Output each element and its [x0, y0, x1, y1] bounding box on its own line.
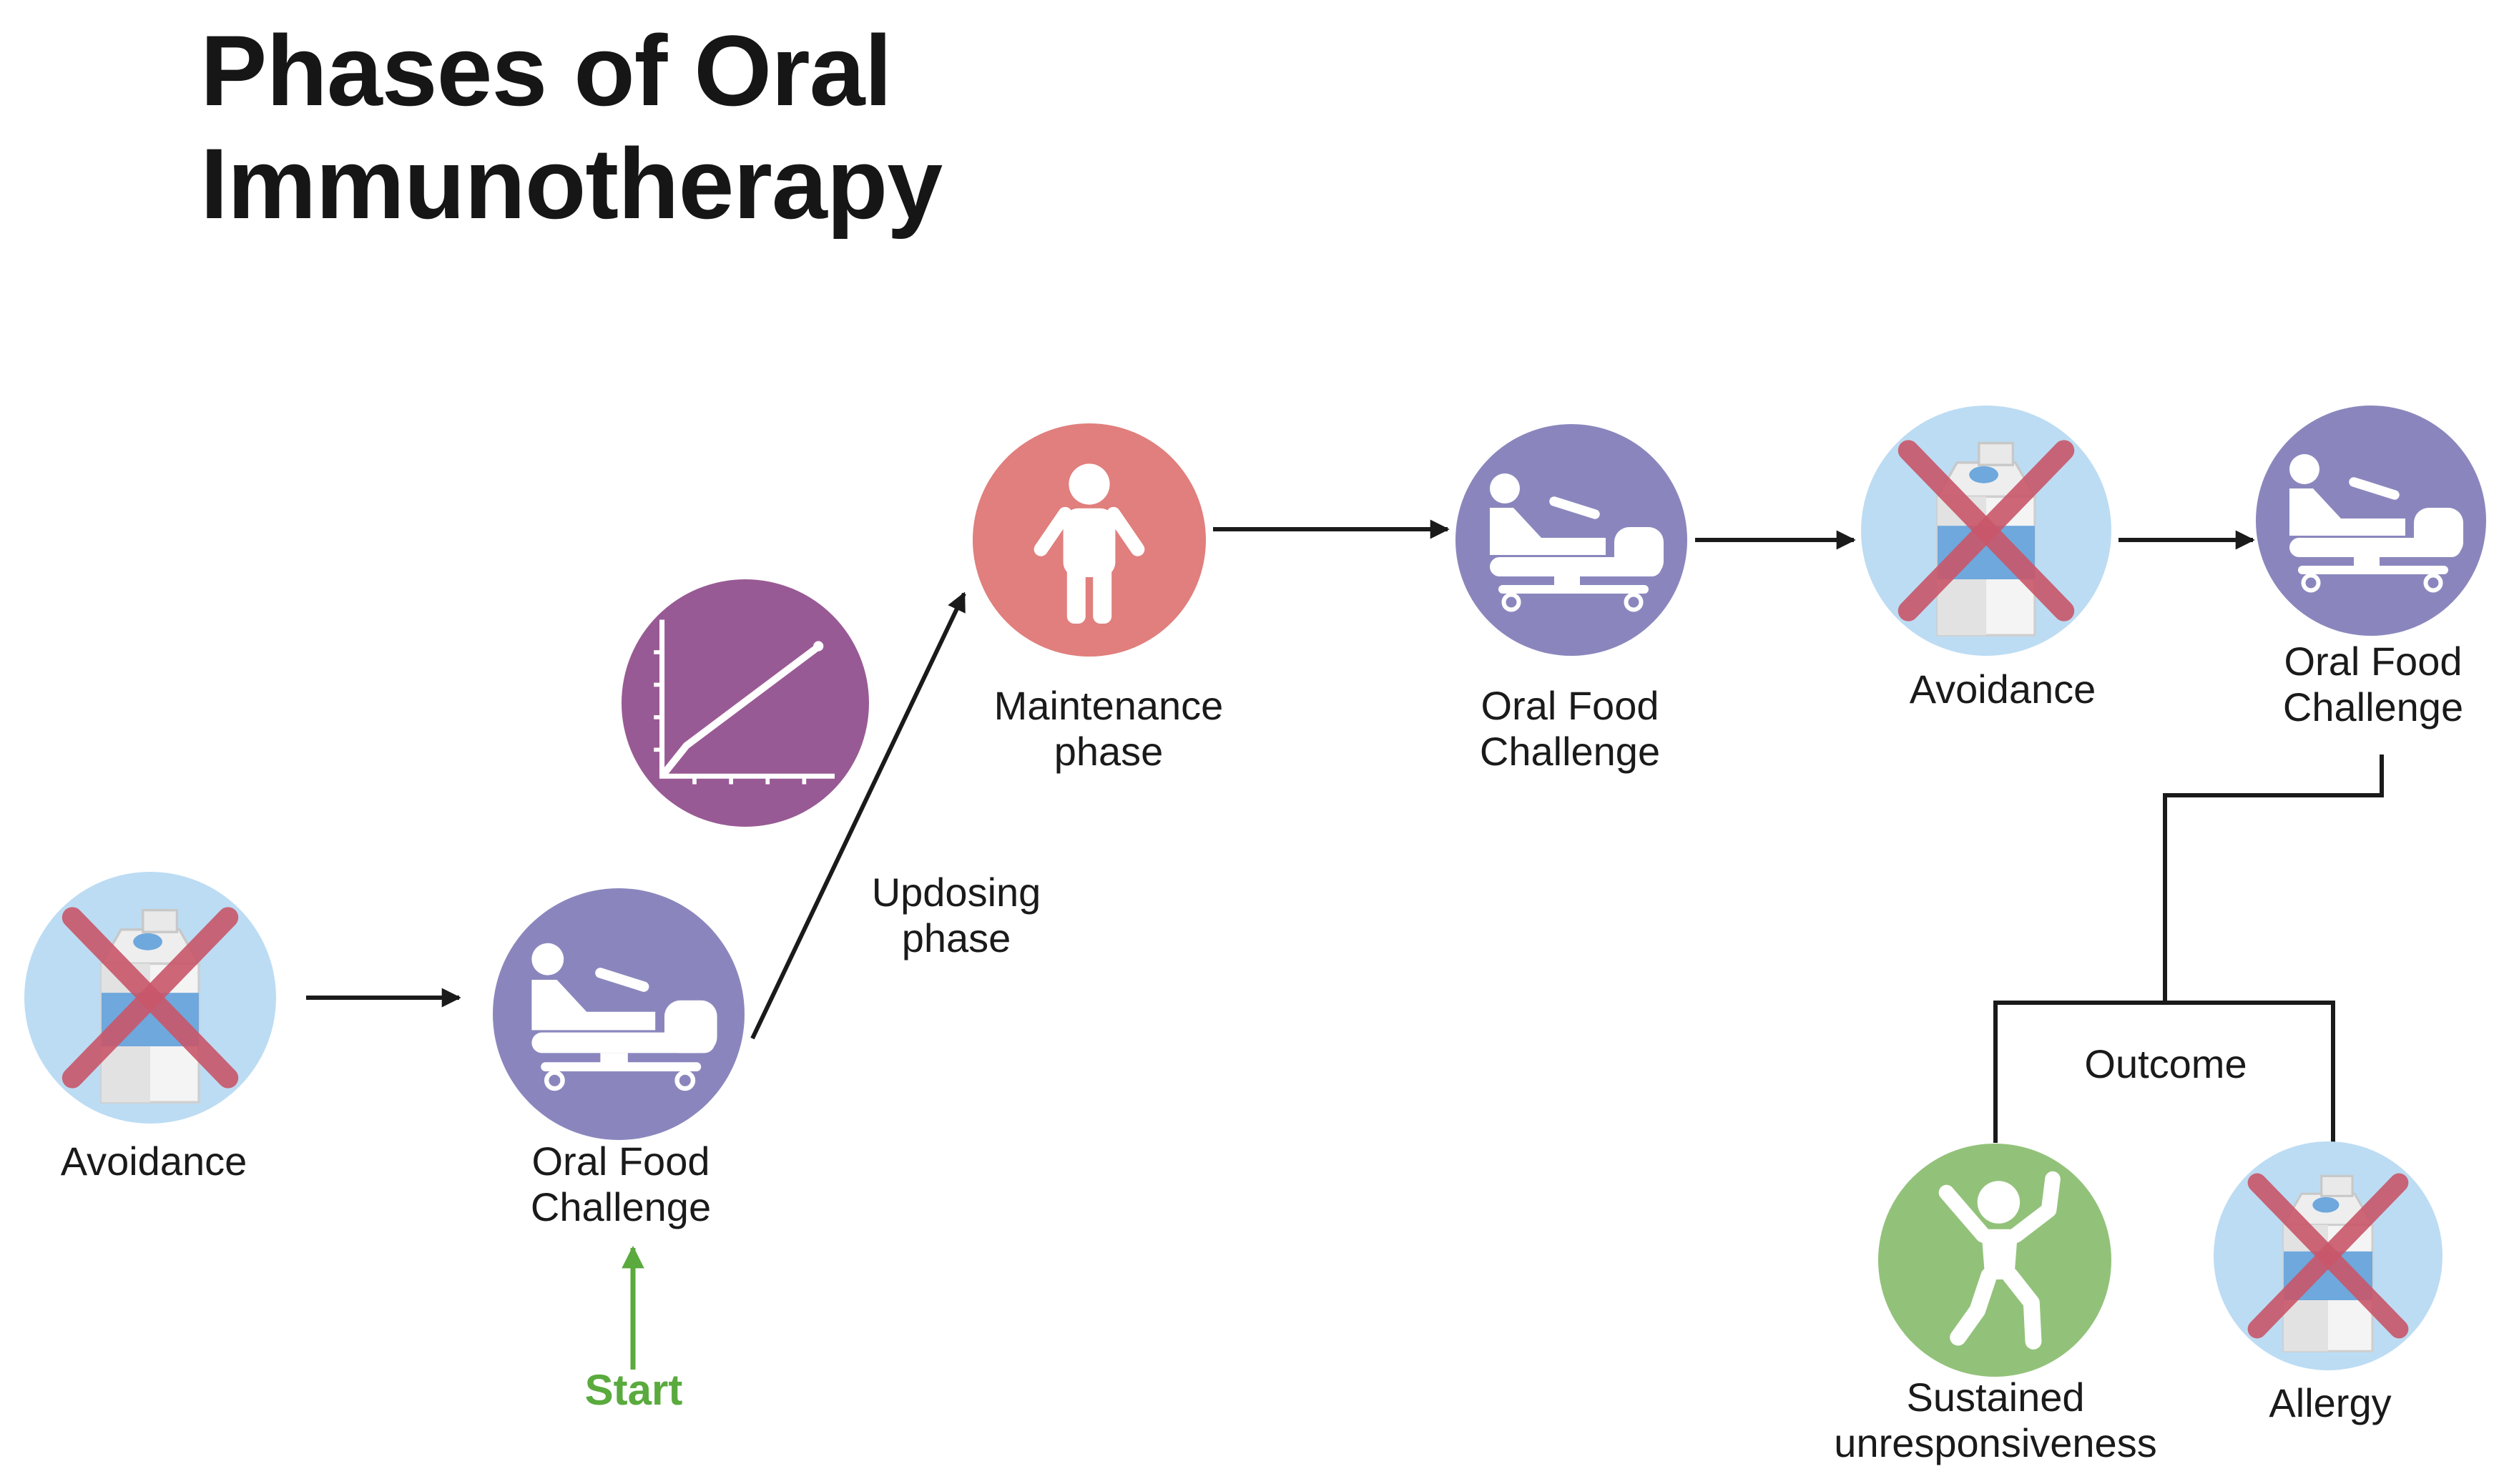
sustained-label: Sustained unresponsiveness	[1834, 1375, 2157, 1465]
challenge-node-2	[1455, 424, 1687, 656]
page-title: Phases of Oral Immunotherapy	[200, 14, 943, 240]
sustained-node	[1878, 1144, 2111, 1377]
challenge-label-1: Oral Food Challenge	[530, 1139, 712, 1229]
title-line-2: Immunotherapy	[200, 127, 943, 240]
challenge-label-2: Oral Food Challenge	[1479, 683, 1661, 774]
outcome-branch-stem	[2163, 755, 2384, 1003]
title-line-1: Phases of Oral	[200, 14, 892, 127]
allergy-label: Allergy	[2269, 1380, 2392, 1425]
avoidance-node-1	[24, 872, 276, 1124]
avoidance-label-2: Avoidance	[1909, 667, 2096, 712]
challenge-node-1	[493, 888, 745, 1140]
maintenance-node	[973, 423, 1206, 657]
outcome-branch-split	[1993, 1001, 2335, 1143]
arrow-challenge-to-maintenance	[750, 591, 966, 1040]
allergy-node	[2214, 1141, 2442, 1370]
challenge-label-3: Oral Food Challenge	[2282, 639, 2464, 729]
avoidance-node-2	[1861, 406, 2111, 656]
updosing-node	[622, 579, 869, 827]
start-label: Start	[584, 1366, 683, 1414]
connectors	[306, 519, 2384, 1143]
challenge-node-3	[2256, 406, 2486, 636]
updosing-label: Updosing phase	[871, 870, 1041, 960]
outcome-label: Outcome	[2084, 1041, 2247, 1086]
maintenance-label: Maintenance phase	[993, 683, 1224, 774]
avoidance-label-1: Avoidance	[60, 1139, 247, 1184]
